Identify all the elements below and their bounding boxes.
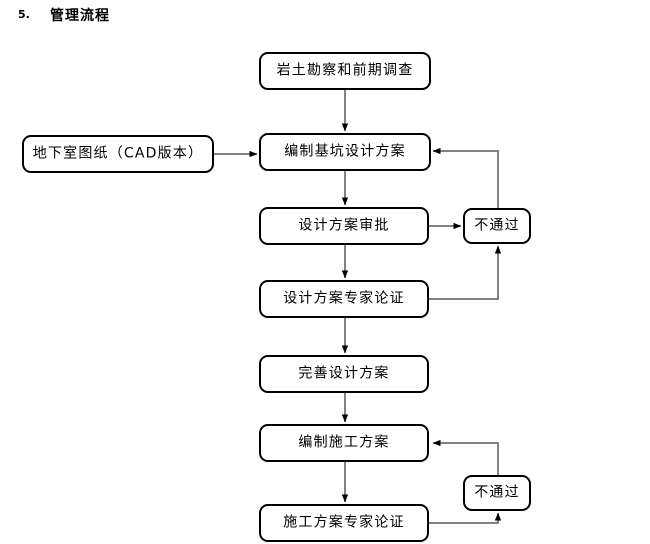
edge-fail1-to-pit — [432, 147, 499, 208]
node-label: 不通过 — [474, 484, 520, 501]
node-refine-design-scheme[interactable]: 完善设计方案 — [259, 355, 429, 393]
edge-fail2-to-construct — [432, 439, 499, 475]
node-label: 设计方案专家论证 — [283, 290, 405, 307]
heading-number: 5. — [18, 8, 30, 21]
page-title: 管理流程 — [50, 8, 110, 24]
node-basement-drawing-cad[interactable]: 地下室图纸（CAD版本） — [22, 135, 214, 173]
node-label: 不通过 — [474, 217, 520, 234]
node-label: 地下室图纸（CAD版本） — [32, 145, 204, 162]
node-construction-review-rejected[interactable]: 不通过 — [463, 475, 531, 511]
node-label: 编制施工方案 — [298, 434, 390, 451]
node-design-scheme-approval[interactable]: 设计方案审批 — [259, 207, 429, 245]
node-label: 施工方案专家论证 — [283, 514, 405, 531]
node-design-expert-review[interactable]: 设计方案专家论证 — [259, 280, 429, 318]
edge-expert2-to-fail2 — [429, 512, 502, 524]
node-label: 完善设计方案 — [298, 365, 390, 382]
node-pit-design-scheme[interactable]: 编制基坑设计方案 — [259, 133, 431, 171]
node-label: 编制基坑设计方案 — [284, 143, 406, 160]
node-approval-rejected[interactable]: 不通过 — [463, 208, 531, 244]
node-construction-scheme[interactable]: 编制施工方案 — [259, 424, 429, 462]
node-label: 设计方案审批 — [298, 217, 390, 234]
node-construction-expert-review[interactable]: 施工方案专家论证 — [259, 504, 429, 542]
node-label: 岩土勘察和前期调查 — [276, 62, 414, 79]
edge-expert1-to-fail1 — [429, 245, 502, 300]
node-geotechnical-survey[interactable]: 岩土勘察和前期调查 — [259, 52, 431, 90]
section-heading: 5. 管理流程 — [0, 0, 650, 34]
